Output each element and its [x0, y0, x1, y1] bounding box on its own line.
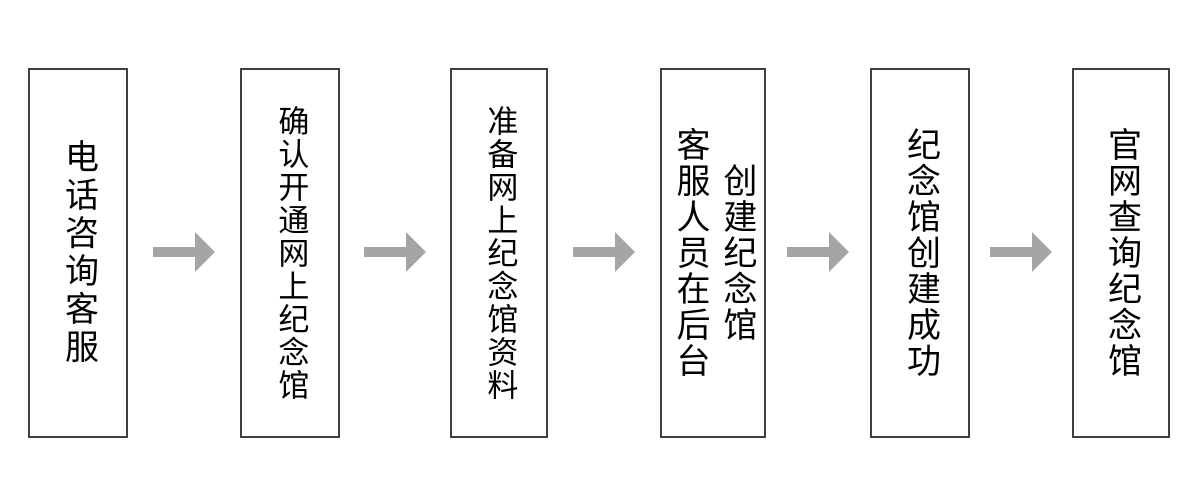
arrow-shaft	[153, 247, 195, 257]
arrow-shaft	[573, 247, 615, 257]
arrow-head	[406, 232, 426, 272]
flow-step-1-box: 电话咨询客服	[28, 68, 128, 438]
flow-step-5-box: 纪念馆创建成功	[870, 68, 970, 438]
flow-step-6-box: 官网查询纪念馆	[1072, 68, 1170, 438]
flow-step-3-label: 准备网上纪念馆资料	[481, 104, 518, 402]
arrow-head	[195, 232, 215, 272]
arrow-shaft	[787, 247, 829, 257]
flow-step-2-label: 确认开通网上纪念馆	[272, 104, 309, 402]
arrow-head	[615, 232, 635, 272]
flow-step-1-label: 电话咨询客服	[58, 139, 99, 367]
arrow-shaft	[364, 247, 406, 257]
flow-step-3-box: 准备网上纪念馆资料	[450, 68, 548, 438]
flow-step-5-label: 纪念馆创建成功	[900, 127, 941, 379]
flow-step-6-label: 官网查询纪念馆	[1101, 127, 1142, 379]
right-arrow-icon	[787, 232, 849, 272]
flow-step-2-box: 确认开通网上纪念馆	[240, 68, 340, 438]
arrow-head	[829, 232, 849, 272]
arrow-shaft	[990, 247, 1032, 257]
right-arrow-icon	[573, 232, 635, 272]
right-arrow-icon	[153, 232, 215, 272]
flow-step-4-box: 客服人员在后台 创建纪念馆	[660, 68, 766, 438]
flow-step-4-label: 客服人员在后台 创建纪念馆	[670, 127, 757, 379]
right-arrow-icon	[364, 232, 426, 272]
right-arrow-icon	[990, 232, 1052, 272]
arrow-head	[1032, 232, 1052, 272]
